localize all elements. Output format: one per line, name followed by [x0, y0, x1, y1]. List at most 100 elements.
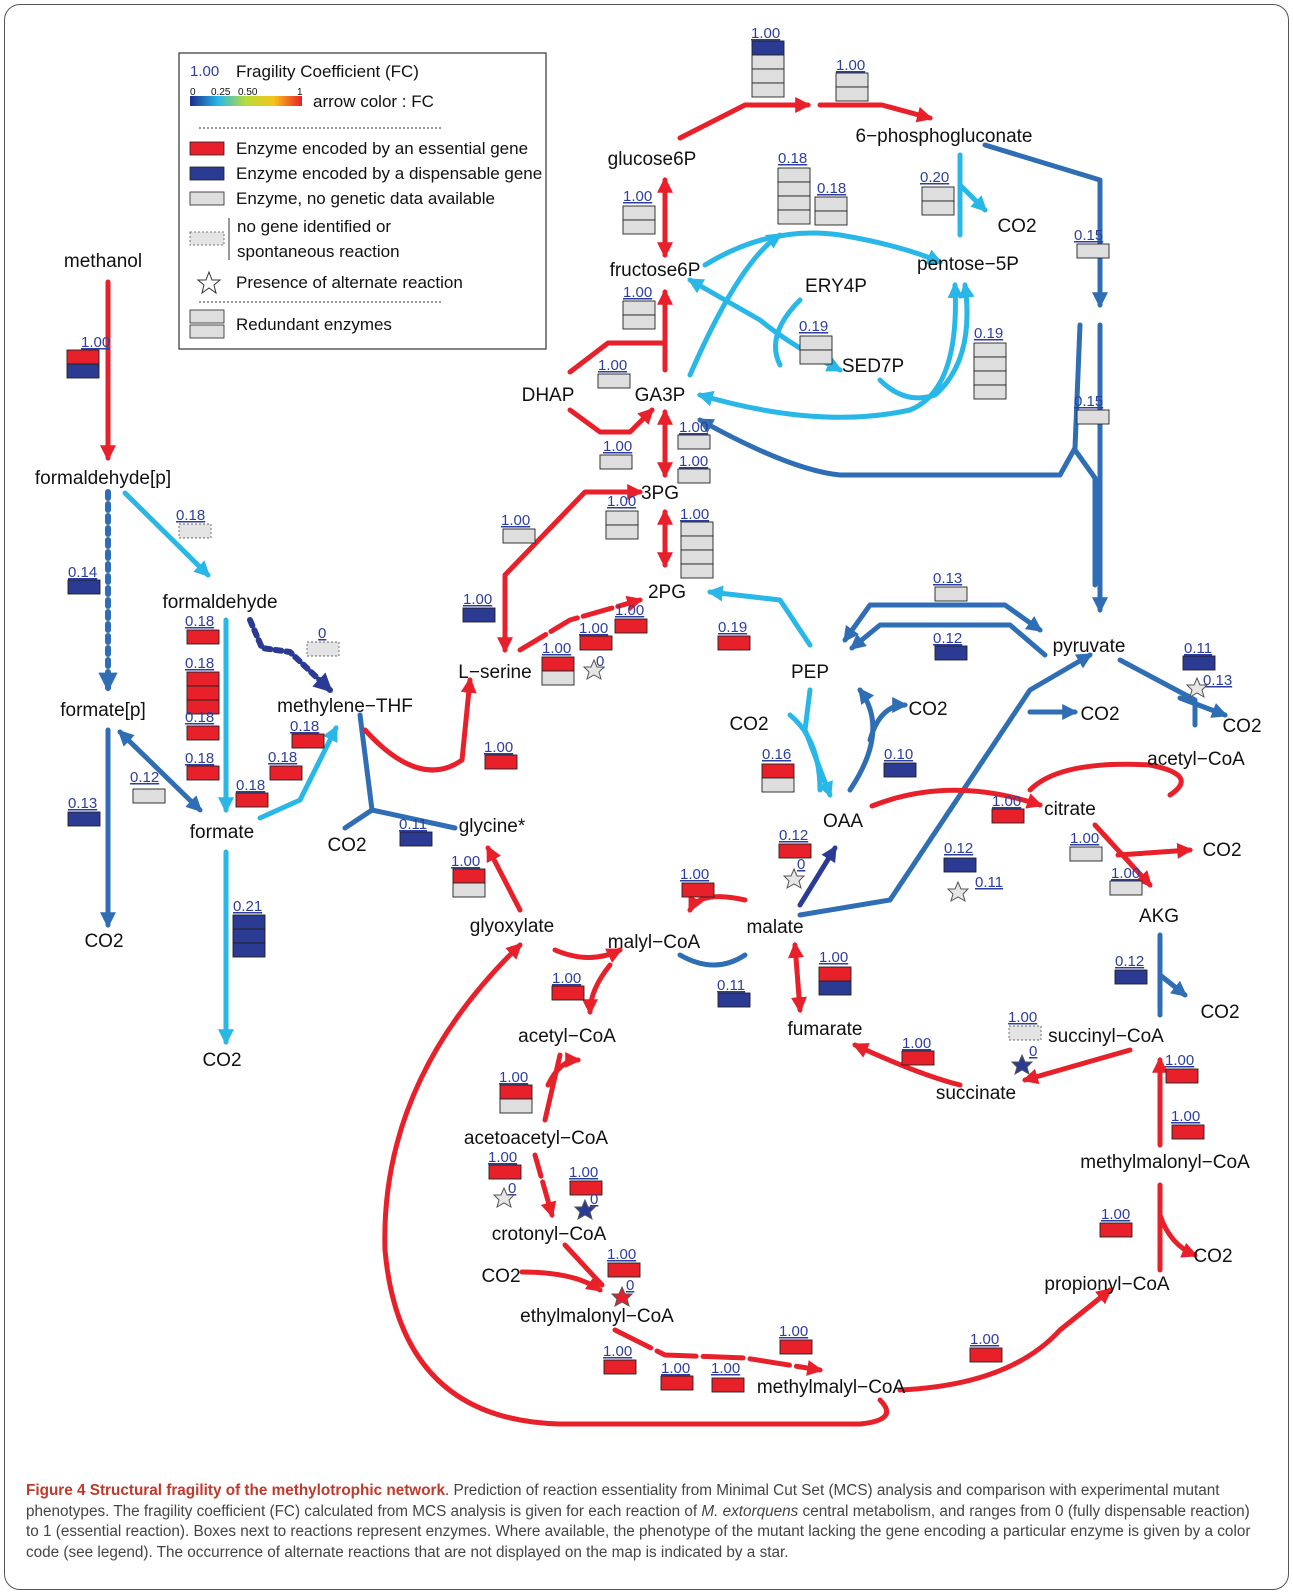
enzyme-box	[814, 210, 848, 226]
enzyme-box	[751, 54, 785, 70]
fc-label: 0.13	[1203, 672, 1232, 689]
legend-essential: Enzyme encoded by an essential gene	[236, 139, 528, 158]
fc-label: 1.00	[970, 1331, 999, 1348]
fc-label: 1.00	[451, 853, 480, 870]
arrow-pyruvate-cycle	[1072, 447, 1098, 588]
arrow-malate-fumarate	[788, 941, 807, 1014]
node-co2: CO2	[1080, 704, 1119, 725]
fc-label: 1.00	[579, 620, 608, 637]
node-fumarate: fumarate	[788, 1019, 863, 1040]
fc-label: 0.18	[185, 655, 214, 672]
enzyme-box	[186, 765, 220, 781]
node-sed7p: SED7P	[842, 356, 904, 377]
fc-label: 1.00	[902, 1035, 931, 1052]
enzyme-box	[934, 586, 968, 602]
enzyme-box	[991, 808, 1025, 824]
fc-label: 1.00	[679, 453, 708, 470]
arrow-2pg-pep	[706, 585, 813, 648]
fc-label: 1.00	[779, 1323, 808, 1340]
enzyme-box	[777, 181, 811, 197]
enzyme-box	[186, 629, 220, 645]
node-co2: CO2	[1200, 1002, 1239, 1023]
arrow-dhap-ga3p	[567, 340, 668, 375]
enzyme-box	[943, 857, 977, 873]
enzyme-box	[835, 86, 869, 102]
enzyme-box	[711, 1377, 745, 1393]
arrow-dhap-ga3p-low	[567, 407, 655, 435]
fc-label: 0.13	[68, 795, 97, 812]
enzyme-box	[232, 942, 266, 958]
fc-label: 1.00	[1101, 1206, 1130, 1223]
enzyme-box	[761, 763, 795, 779]
fc-label: 0.15	[1074, 393, 1103, 410]
node-formate: formate	[190, 822, 254, 843]
enzyme-box	[66, 349, 100, 365]
fc-label: 1.00	[499, 1069, 528, 1086]
fc-label: 0.18	[185, 709, 214, 726]
fc-label: 1.00	[81, 334, 110, 351]
fc-label: 0.12	[779, 827, 808, 844]
fc-label: 0.11	[1184, 640, 1212, 657]
fc-label: 1.00	[615, 602, 644, 619]
fc-label: 1.00	[488, 1149, 517, 1166]
arrow-acetylcoa-acetoacetyl	[542, 1055, 578, 1123]
arrow-akg-succinylcoa	[1157, 932, 1185, 1018]
arrow-3pg-serine	[496, 483, 644, 654]
enzyme-box	[597, 373, 631, 389]
fc-label: 0	[590, 1191, 598, 1208]
node-co2: CO2	[481, 1266, 520, 1287]
enzyme-box	[502, 528, 536, 544]
enzyme-box	[680, 549, 714, 565]
enzyme-box	[1109, 880, 1143, 896]
fc-label: 0.11	[717, 977, 745, 994]
figure-caption: Figure 4 Structural fragility of the met…	[26, 1481, 1266, 1563]
enzyme-box	[818, 980, 852, 996]
fc-label: 1.00	[542, 640, 571, 657]
node-6-phosphogluconate: 6−phosphogluconate	[856, 126, 1033, 147]
fc-label: 1.00	[751, 25, 780, 42]
node-methylmalyl-coa: methylmalyl−CoA	[757, 1377, 906, 1398]
enzyme-box	[680, 521, 714, 537]
fc-label: 0.14	[68, 564, 97, 581]
arrow-ery4p-sed7p	[773, 297, 803, 368]
enzyme-box	[677, 468, 711, 484]
legend-color-scale	[190, 96, 302, 106]
node-co2: CO2	[1202, 840, 1241, 861]
enzyme-box	[1008, 1025, 1042, 1041]
arrow-formatep-to-formate	[117, 729, 203, 813]
fc-label: 0.19	[974, 325, 1003, 342]
arrow-f6p-pentose	[702, 230, 943, 268]
node-succinyl-coa: succinyl−CoA	[1048, 1026, 1164, 1047]
node-l-serine: L−serine	[458, 662, 531, 683]
fc-label: 0.12	[130, 769, 159, 786]
legend-scale-050: 0.50	[238, 87, 258, 98]
arrow-glyoxylate-glycine	[485, 845, 523, 913]
arrow-pyruvate-acetylcoa	[1117, 657, 1225, 725]
fc-label: 0.21	[233, 898, 262, 915]
enzyme-box	[499, 1084, 533, 1100]
node-propionyl-coa: propionyl−CoA	[1044, 1274, 1169, 1295]
node-formaldehyde-p: formaldehyde[p]	[35, 468, 171, 489]
arrow-acetylcoa-citrate	[1027, 761, 1184, 798]
node-succinate: succinate	[936, 1083, 1016, 1104]
legend-alternate: Presence of alternate reaction	[236, 273, 463, 292]
legend-scale-025: 0.25	[211, 87, 231, 98]
caption-text-1: . Prediction of reaction essentiality fr…	[26, 1482, 1220, 1520]
enzyme-box	[541, 656, 575, 672]
arrow-formaldehyde-to-thf	[247, 617, 333, 693]
node-acetoacetyl-coa: acetoacetyl−CoA	[464, 1128, 608, 1149]
enzyme-box	[901, 1050, 935, 1066]
enzyme-box	[607, 1262, 641, 1278]
fc-label: 1.00	[552, 970, 581, 987]
fc-label: 0	[508, 1180, 516, 1197]
enzyme-box	[269, 765, 303, 781]
enzyme-box	[934, 645, 968, 661]
enzyme-box	[551, 985, 585, 1001]
enzyme-box	[452, 882, 486, 898]
fc-label: 1.00	[463, 591, 492, 608]
node-co2: CO2	[327, 835, 366, 856]
arrow-sed7p-pentose	[877, 281, 975, 401]
node-co2: CO2	[84, 931, 123, 952]
node-citrate: citrate	[1044, 799, 1096, 820]
enzyme-box	[452, 868, 486, 884]
